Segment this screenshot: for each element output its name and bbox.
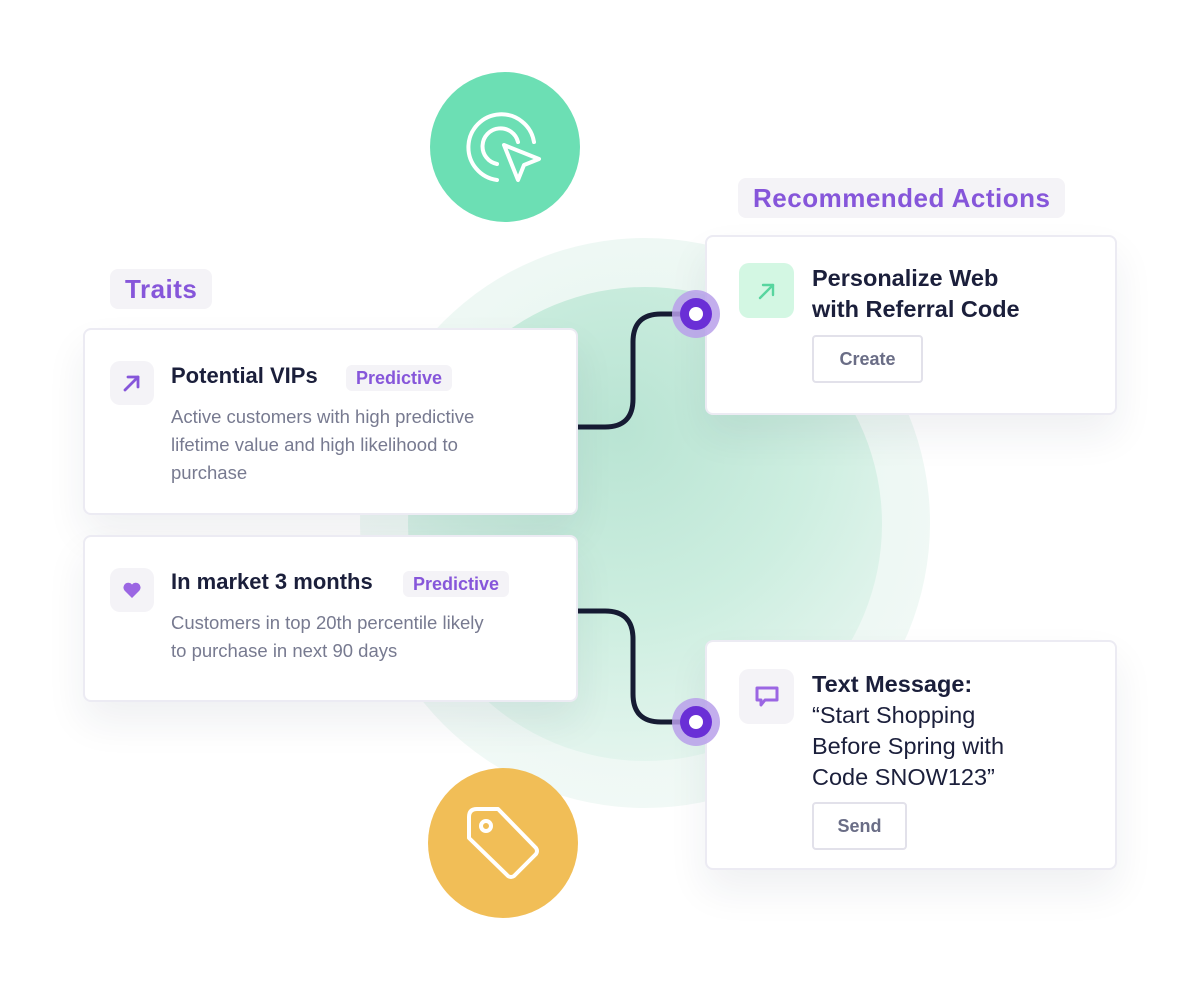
- action-icon-box: [739, 263, 794, 318]
- trait-icon-box: [110, 568, 154, 612]
- cursor-click-icon: [466, 112, 541, 182]
- action-card-text-message[interactable]: Text Message: “Start Shopping Before Spr…: [705, 640, 1117, 870]
- action-title: Personalize Web with Referral Code: [812, 265, 1020, 322]
- trait-card-in-market[interactable]: In market 3 months Predictive Customers …: [83, 535, 578, 702]
- price-tag-icon: [467, 807, 539, 879]
- send-button[interactable]: Send: [812, 802, 907, 850]
- action-icon-box: [739, 669, 794, 724]
- trait-title: Potential VIPs: [171, 363, 318, 388]
- trait-card-potential-vips[interactable]: Potential VIPs Predictive Active custome…: [83, 328, 578, 515]
- chat-bubble-icon: [755, 686, 778, 706]
- cursor-click-badge: [430, 72, 580, 222]
- trait-description: Customers in top 20th percentile likely …: [171, 612, 484, 661]
- predictive-badge: Predictive: [346, 365, 453, 391]
- trait-description: Active customers with high predictive li…: [171, 406, 475, 483]
- arrow-up-right-icon: [758, 283, 774, 299]
- trait-icon-box: [110, 361, 154, 405]
- price-tag-badge: [428, 768, 578, 918]
- action-title: Text Message: “Start Shopping Before Spr…: [812, 671, 1005, 790]
- trait-title: In market 3 months: [171, 569, 373, 594]
- traits-label: Traits: [110, 269, 213, 309]
- recommended-actions-label: Recommended Actions: [738, 178, 1066, 218]
- heart-icon: [123, 582, 141, 598]
- predictive-badge: Predictive: [403, 571, 510, 597]
- action-card-personalize-web[interactable]: Personalize Web with Referral Code Creat…: [705, 235, 1117, 415]
- create-button[interactable]: Create: [812, 335, 923, 383]
- arrow-up-right-icon: [123, 375, 140, 392]
